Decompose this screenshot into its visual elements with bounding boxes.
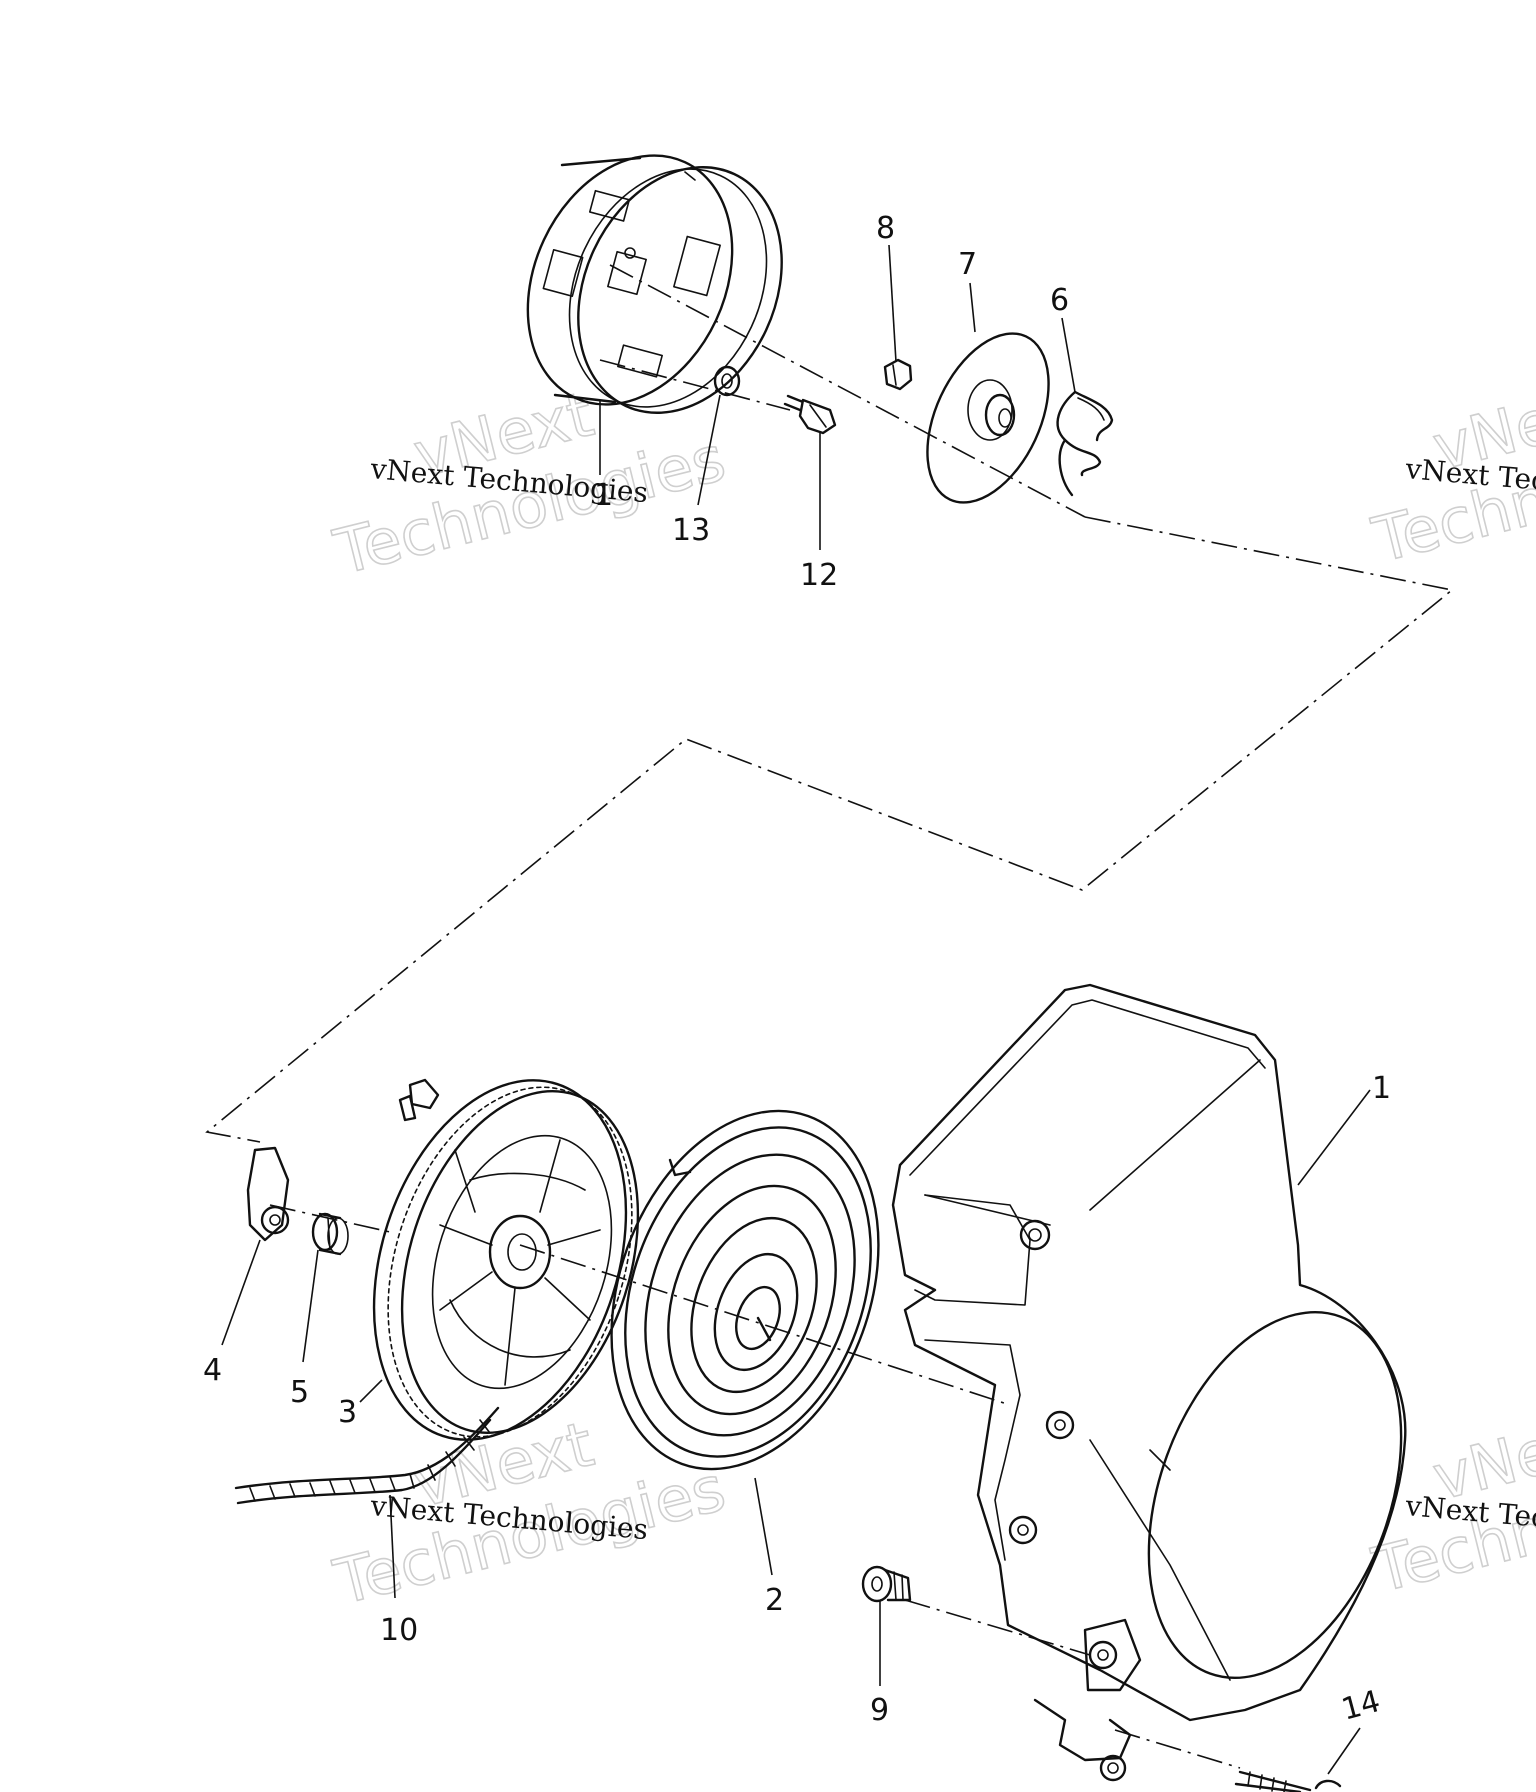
- leader-2: [754, 1477, 773, 1576]
- leader-4: [221, 1239, 261, 1346]
- bolt-12: [783, 394, 837, 435]
- leader-1-lower: [1297, 1089, 1371, 1186]
- drive-plate-7: [926, 332, 1050, 504]
- part-label-2: 2: [765, 1583, 784, 1618]
- leader-3: [359, 1379, 383, 1403]
- part-label-9: 9: [870, 1693, 889, 1728]
- pawl-4: [246, 1146, 290, 1242]
- leader-6: [1061, 317, 1076, 393]
- axis-line-bolt-14: [1114, 1729, 1241, 1769]
- leader-14: [1327, 1727, 1361, 1775]
- rope-10: [234, 1406, 500, 1505]
- part-label-6: 6: [1050, 283, 1069, 318]
- axis-line-upper: [609, 264, 1086, 518]
- housing-cover: [891, 983, 1407, 1782]
- part-label-5: 5: [290, 1375, 309, 1410]
- bolt-9: [861, 1565, 912, 1603]
- leader-10: [389, 1494, 396, 1599]
- watermark-bottom-right: vNext Technologies: [1365, 1399, 1536, 1608]
- spring-5: [311, 1212, 349, 1256]
- part-label-13: 13: [672, 513, 710, 548]
- leader-13: [697, 394, 721, 506]
- leader-7: [969, 282, 976, 333]
- part-label-3: 3: [338, 1395, 357, 1430]
- washer-13: [713, 365, 741, 397]
- recoil-spring-2: [610, 1109, 880, 1471]
- nut-8: [883, 358, 913, 391]
- leader-8: [888, 244, 897, 363]
- axis-line-lower: [519, 1244, 1011, 1406]
- axis-line-bolt-9: [904, 1599, 1091, 1656]
- axis-line-lower-left: [269, 1204, 391, 1233]
- rope-reel-3: [372, 1078, 640, 1441]
- clip-6: [1056, 390, 1114, 497]
- part-label-8: 8: [876, 211, 895, 246]
- part-label-1-lower: 1: [1372, 1071, 1391, 1106]
- leader-5: [302, 1249, 319, 1363]
- part-label-14: 14: [1338, 1684, 1384, 1728]
- axis-line-bolt-12: [599, 359, 791, 411]
- starter-cup: [526, 154, 783, 414]
- assembly-reference-line: [205, 516, 1454, 1143]
- part-label-1-upper: 1: [594, 478, 613, 513]
- part-label-7: 7: [958, 247, 977, 282]
- screw-14: [1234, 1770, 1342, 1792]
- part-label-10: 10: [380, 1613, 418, 1648]
- part-label-4: 4: [203, 1353, 222, 1388]
- part-label-12: 12: [800, 558, 838, 593]
